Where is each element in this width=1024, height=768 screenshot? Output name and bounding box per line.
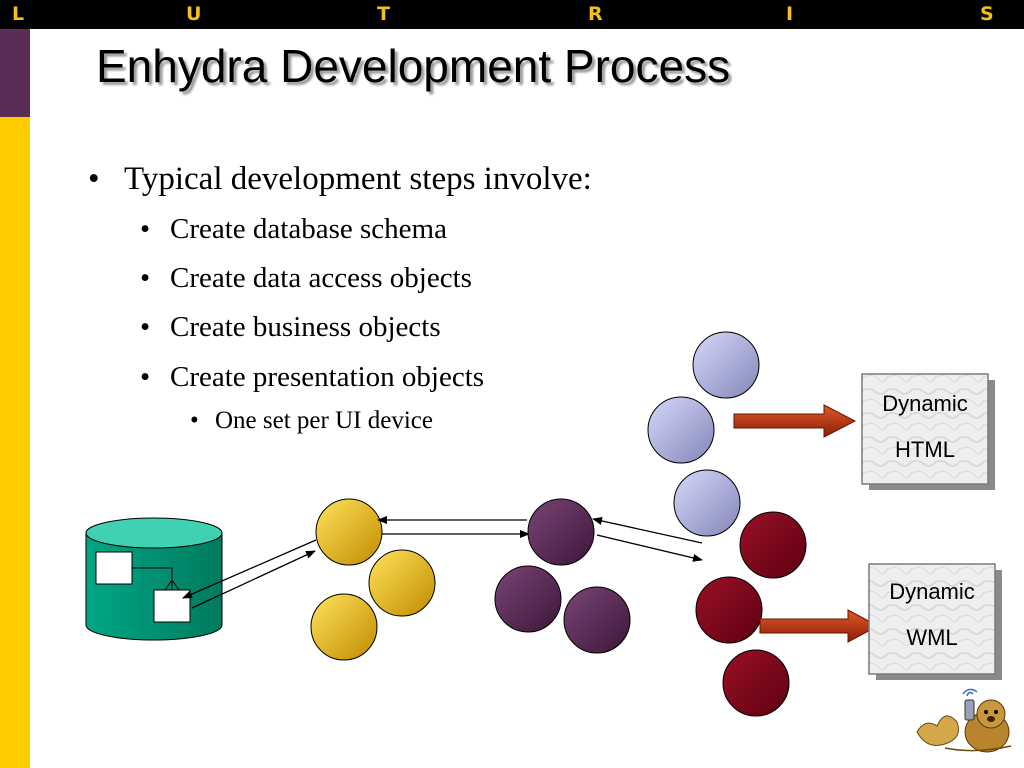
bullet-sub: • Create data access objects xyxy=(140,260,472,296)
database-cylinder xyxy=(85,517,223,641)
banner-letter: I xyxy=(786,3,794,25)
banner-letter: R xyxy=(588,3,603,25)
output-arrow-wml xyxy=(759,609,880,643)
presentation-object xyxy=(739,511,807,579)
banner-letter: U xyxy=(186,3,202,25)
presentation-object xyxy=(722,649,790,717)
banner-letter: L xyxy=(12,3,25,25)
business-object xyxy=(527,498,595,566)
business-objects xyxy=(494,498,631,654)
presentation-object xyxy=(692,331,760,399)
bullet-sub: • Create presentation objects xyxy=(140,359,484,395)
html-presentation-objects xyxy=(647,331,760,537)
output-label-html: Dynamic HTML xyxy=(862,381,988,473)
bullet-sub: • Create business objects xyxy=(140,309,441,345)
side-strip-purple xyxy=(0,29,30,117)
bullet-dot: • xyxy=(140,311,151,343)
otter-mascot-icon xyxy=(916,688,1012,753)
output-box-html xyxy=(861,373,989,485)
bullet-sub-text: Create business objects xyxy=(170,311,441,343)
output-label-wml: Dynamic WML xyxy=(869,569,995,661)
bullet-dot: • xyxy=(140,262,151,294)
banner-letter: S xyxy=(980,3,994,25)
output-label-line: WML xyxy=(906,625,958,650)
data-access-objects xyxy=(310,498,436,661)
output-label-line: Dynamic xyxy=(889,579,975,604)
data-access-object xyxy=(310,593,378,661)
bullet-subsub-text: One set per UI device xyxy=(215,407,433,434)
data-access-object xyxy=(368,549,436,617)
bullet-main: • Typical development steps involve: xyxy=(88,158,592,200)
bullet-dot: • xyxy=(140,361,151,393)
business-object xyxy=(563,586,631,654)
presentation-object xyxy=(673,469,741,537)
presentation-object xyxy=(647,396,715,464)
banner-letter: T xyxy=(377,3,390,25)
schema-table-box xyxy=(153,589,191,623)
bullet-sub-text: Create data access objects xyxy=(170,262,472,294)
bullet-main-text: Typical development steps involve: xyxy=(124,161,592,197)
bullet-sub: • Create database schema xyxy=(140,211,447,247)
bullet-subsub: • One set per UI device xyxy=(190,406,433,436)
bullet-dot: • xyxy=(190,407,199,434)
schema-table-box xyxy=(95,551,133,585)
output-label-line: HTML xyxy=(895,437,955,462)
wml-presentation-objects xyxy=(695,511,807,717)
data-access-object xyxy=(315,498,383,566)
bullet-dot: • xyxy=(140,213,151,245)
output-box-wml xyxy=(868,563,996,675)
bullet-sub-text: Create presentation objects xyxy=(170,361,485,393)
output-label-line: Dynamic xyxy=(882,391,968,416)
bullet-sub-text: Create database schema xyxy=(170,213,447,245)
presentation-object xyxy=(695,576,763,644)
business-object xyxy=(494,565,562,633)
bullet-dot: • xyxy=(88,161,100,197)
side-strip-gold xyxy=(0,117,30,768)
slide-title: Enhydra Development Process xyxy=(96,40,731,92)
output-arrow-html xyxy=(733,404,857,438)
top-banner: L U T R I S xyxy=(0,0,1024,29)
